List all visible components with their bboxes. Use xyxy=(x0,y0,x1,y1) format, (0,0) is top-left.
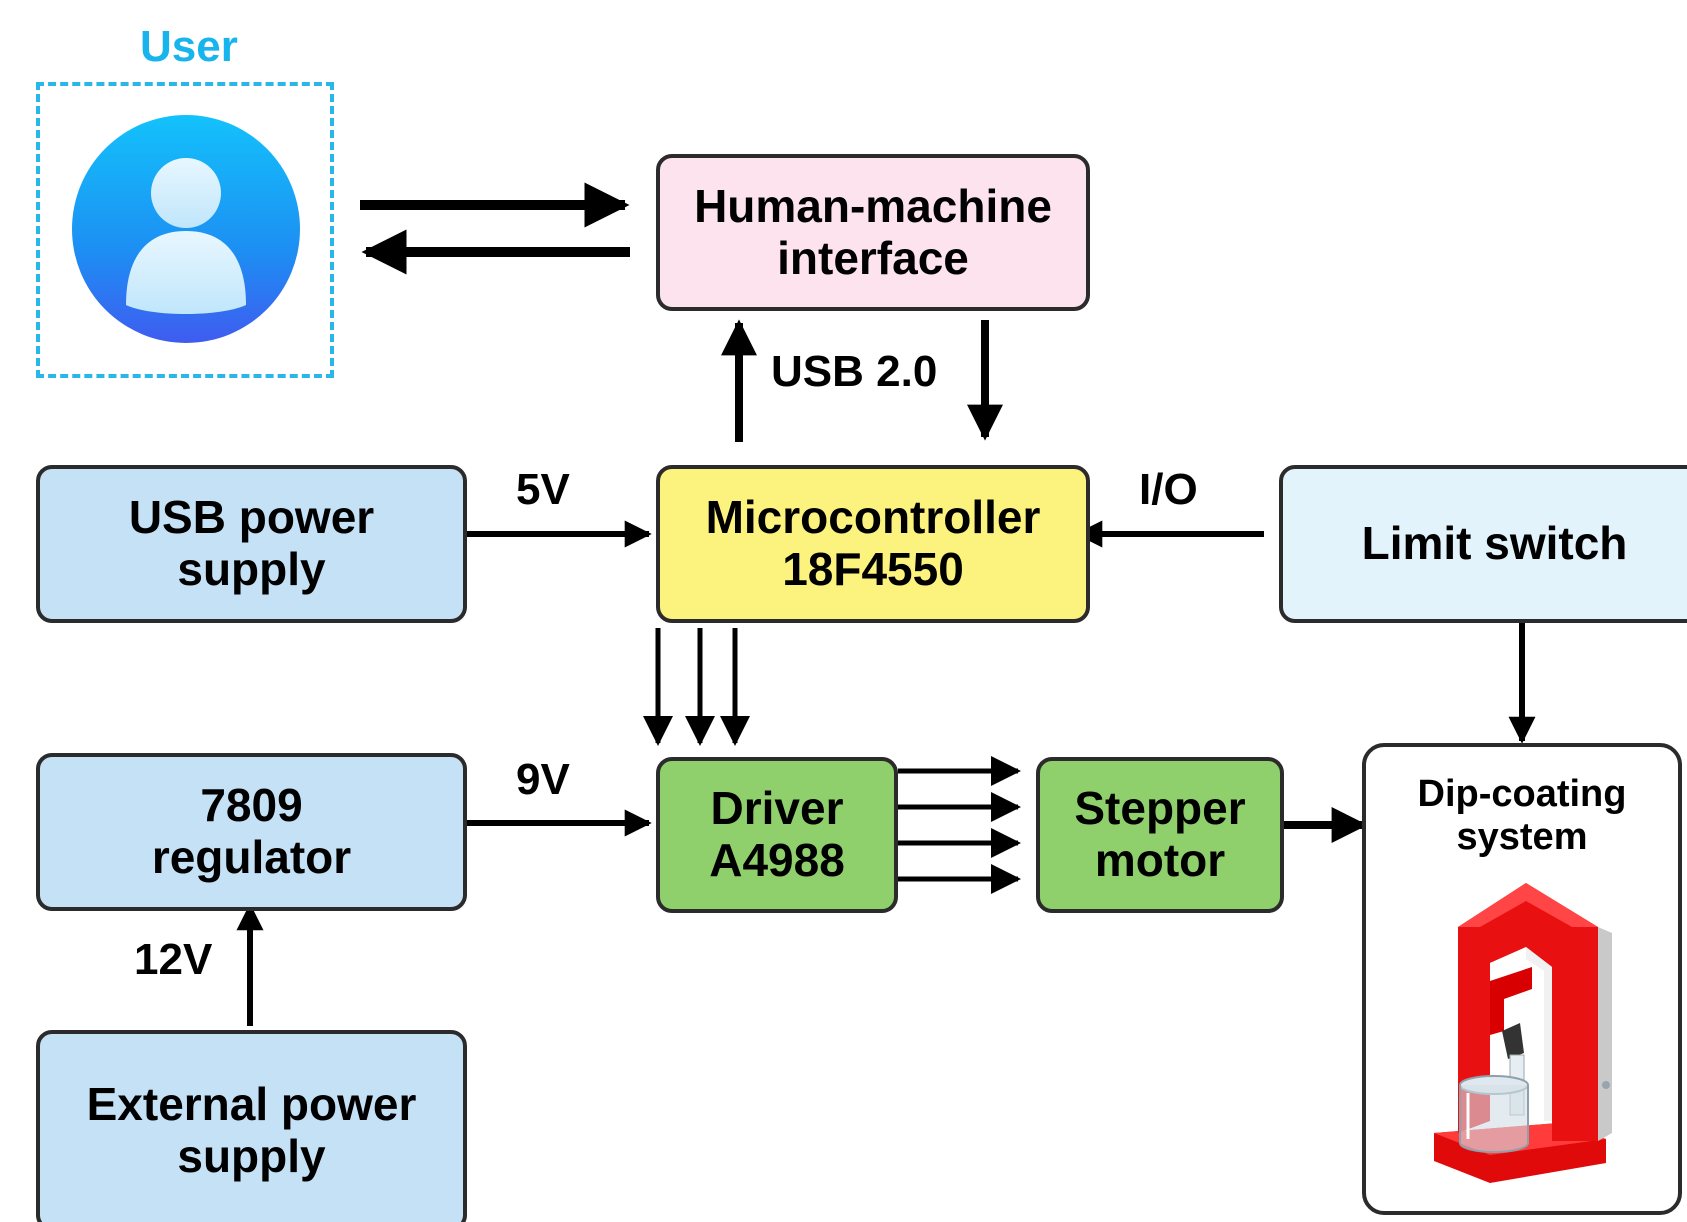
user-frame xyxy=(36,82,334,378)
driver-label-line-1: Driver xyxy=(710,782,844,835)
microcontroller-label-line-2: 18F4550 xyxy=(782,543,964,595)
regulator-label-line-2: regulator xyxy=(151,831,352,883)
user-avatar-icon xyxy=(72,115,300,343)
dip-coating-device-icon xyxy=(1434,883,1612,1183)
microcontroller-label-line-1: Microcontroller xyxy=(705,491,1041,544)
stepper-motor-box: Stepper motor xyxy=(1036,757,1284,913)
dip-coating-system-box: Dip-coating system xyxy=(1362,743,1682,1215)
stepper-motor-label-line-1: Stepper xyxy=(1074,782,1246,835)
regulator-label-line-1: 7809 xyxy=(200,779,303,832)
microcontroller-box: Microcontroller 18F4550 xyxy=(656,465,1090,623)
regulator-box: 7809 regulator xyxy=(36,753,467,911)
usb-power-supply-box: USB power supply xyxy=(36,465,467,623)
dip-coating-label-line-1: Dip-coating xyxy=(1417,773,1627,815)
label-io: I/O xyxy=(1139,465,1198,514)
label-usb-2-0: USB 2.0 xyxy=(771,347,938,396)
hmi-box: Human-machine interface xyxy=(656,154,1090,311)
hmi-label-line-2: interface xyxy=(777,231,969,284)
driver-label-line-2: A4988 xyxy=(709,834,845,886)
limit-switch-box: Limit switch xyxy=(1279,465,1687,623)
usb-power-supply-label-line-2: supply xyxy=(177,543,326,595)
label-12v: 12V xyxy=(134,935,213,984)
limit-switch-label: Limit switch xyxy=(1361,517,1628,570)
driver-box: Driver A4988 xyxy=(656,757,898,913)
usb-power-supply-label-line-1: USB power xyxy=(128,491,375,544)
label-9v: 9V xyxy=(516,755,570,804)
external-power-supply-label-line-2: supply xyxy=(177,1129,326,1182)
external-power-supply-box: External power supply xyxy=(36,1030,467,1222)
hmi-label-line-1: Human-machine xyxy=(694,179,1052,232)
user-title: User xyxy=(140,22,238,71)
external-power-supply-label-line-1: External power xyxy=(86,1077,417,1130)
stepper-motor-label-line-2: motor xyxy=(1094,834,1226,886)
dip-coating-label-line-2: system xyxy=(1456,815,1588,858)
label-5v: 5V xyxy=(516,465,570,514)
dip-coating-system-title: Dip-coating system xyxy=(1366,773,1678,858)
